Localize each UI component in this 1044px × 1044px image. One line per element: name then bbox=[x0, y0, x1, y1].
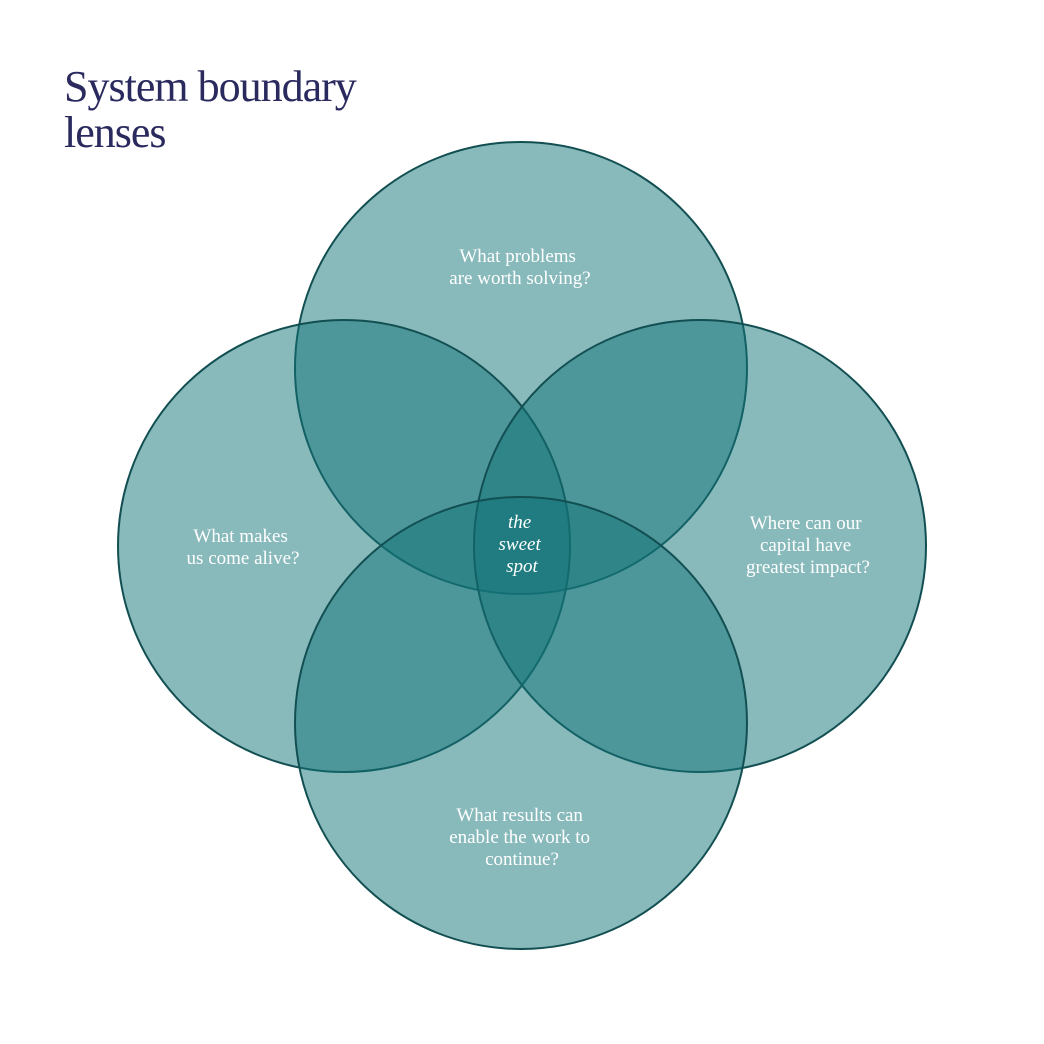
label-center-line: the bbox=[508, 512, 531, 533]
title-line-2: lenses bbox=[64, 108, 167, 157]
label-bottom-line: continue? bbox=[485, 849, 559, 870]
label-top: What problems are worth solving? bbox=[449, 246, 590, 289]
circle-bottom bbox=[294, 496, 748, 950]
label-left-line: What makes bbox=[193, 526, 287, 547]
label-right-line: capital have bbox=[760, 535, 851, 556]
label-bottom-line: enable the work to bbox=[449, 827, 590, 848]
label-right-line: Where can our bbox=[750, 513, 862, 534]
page-title: System boundary lenses bbox=[64, 62, 357, 157]
label-right-line: greatest impact? bbox=[746, 557, 870, 578]
label-top-line: are worth solving? bbox=[449, 268, 590, 289]
label-right: Where can our capital have greatest impa… bbox=[746, 513, 870, 578]
label-center-line: spot bbox=[506, 556, 538, 577]
label-left: What makes us come alive? bbox=[187, 526, 300, 569]
title-line-1: System boundary bbox=[64, 62, 357, 111]
label-left-line: us come alive? bbox=[187, 548, 300, 569]
label-center-line: sweet bbox=[499, 534, 542, 555]
label-bottom-line: What results can bbox=[456, 805, 583, 826]
label-top-line: What problems bbox=[459, 246, 576, 267]
label-center: the sweet spot bbox=[499, 512, 546, 577]
label-bottom: What results can enable the work to cont… bbox=[449, 805, 595, 870]
